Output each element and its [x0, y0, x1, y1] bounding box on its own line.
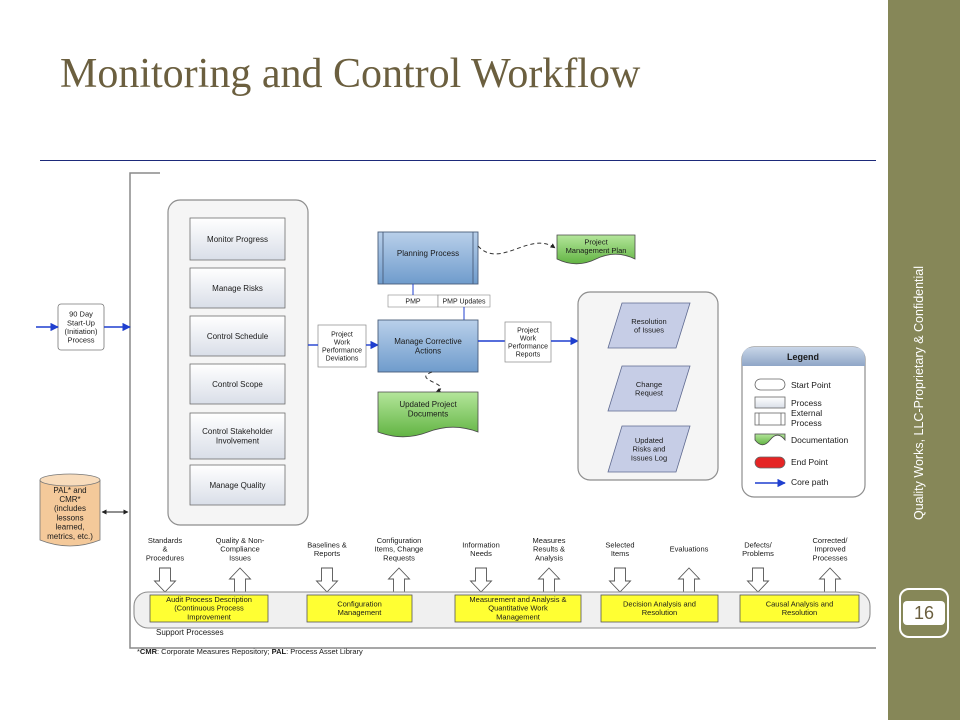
output-parallelogram	[607, 425, 691, 473]
flow-up-arrow	[228, 567, 252, 593]
page-number-badge: 16	[899, 588, 949, 638]
legend-external-symbol	[754, 412, 786, 426]
legend-item-label: End Point	[791, 457, 828, 467]
legend-item-label: Documentation	[791, 435, 848, 445]
task-label: Control Scope	[212, 380, 263, 389]
flow-label: Standards&Procedures	[146, 536, 185, 562]
task-label: Monitor Progress	[207, 235, 268, 244]
support-process-box	[739, 594, 860, 623]
pmp-document	[556, 234, 636, 265]
pal-repository-cylinder	[39, 480, 101, 547]
title-rule	[40, 160, 876, 161]
support-process-box	[149, 594, 269, 623]
process-boundary	[129, 172, 876, 649]
page-number: 16	[903, 601, 945, 625]
output-parallelogram	[607, 302, 691, 349]
reports-note	[504, 321, 552, 363]
flow-down-arrow	[153, 567, 177, 593]
updated-docs-dashed-arrow	[425, 371, 442, 393]
task-box	[189, 267, 286, 309]
task-label: Manage Risks	[212, 284, 263, 293]
flow-up-arrow	[537, 567, 561, 593]
legend-header	[742, 347, 865, 366]
confidentiality-text: Quality Works, LLC-Proprietary & Confide…	[912, 265, 926, 520]
support-process-box	[454, 594, 582, 623]
task-box	[189, 217, 286, 261]
task-label: Control Schedule	[207, 332, 269, 341]
pal-repository-top	[39, 473, 101, 487]
task-box	[189, 464, 286, 506]
support-processes-label: Support Processes	[156, 628, 224, 637]
pmp-label: PMP	[405, 298, 421, 305]
support-process-box	[600, 594, 719, 623]
legend-item-label: Core path	[791, 477, 829, 487]
output-parallelogram	[607, 365, 691, 412]
flow-up-arrow	[387, 567, 411, 593]
legend-item-label: Start Point	[791, 380, 831, 390]
slide-title: Monitoring and Control Workflow	[60, 51, 641, 97]
legend-documentation-symbol	[754, 433, 786, 446]
legend-end-symbol	[754, 456, 786, 469]
flow-label: Evaluations	[670, 545, 709, 554]
flow-down-arrow	[315, 567, 339, 593]
updated-project-documents	[377, 391, 479, 438]
pmp-updates-label: PMP Updates	[442, 298, 486, 305]
legend-start-symbol	[754, 378, 786, 391]
flow-label: Baselines &Reports	[307, 540, 347, 558]
legend-title: Legend	[787, 352, 819, 362]
support-process-box	[306, 594, 413, 623]
legend-item-label: Process	[791, 398, 822, 408]
manage-corrective-actions-box	[377, 319, 479, 373]
task-box	[189, 315, 286, 357]
task-box	[189, 363, 286, 405]
planning-process-box	[377, 231, 479, 285]
pmp-dashed-arrow	[477, 242, 556, 255]
flow-down-arrow	[746, 567, 770, 593]
flow-up-arrow	[677, 567, 701, 593]
confidentiality-note: Quality Works, LLC-Proprietary & Confide…	[912, 220, 932, 520]
support-process-label: Audit Process Description(Continuous Pro…	[166, 595, 252, 621]
task-label: Manage Quality	[209, 481, 265, 490]
footnote: *CMR: Corporate Measures Repository; PAL…	[137, 647, 363, 656]
deviations-note	[317, 324, 367, 368]
flow-up-arrow	[818, 567, 842, 593]
legend-process-symbol	[754, 396, 786, 409]
flow-down-arrow	[469, 567, 493, 593]
task-box	[189, 412, 286, 460]
support-process-label: Measurement and Analysis &Quantitative W…	[469, 595, 566, 621]
flow-down-arrow	[608, 567, 632, 593]
planning-process-label: Planning Process	[397, 249, 459, 258]
flow-label: Defects/Problems	[742, 540, 774, 558]
